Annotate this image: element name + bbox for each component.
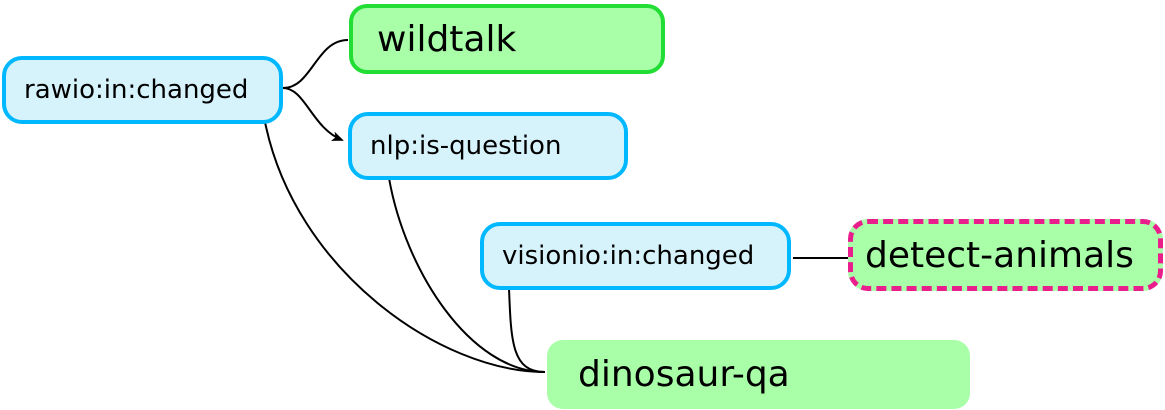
- node-label: rawio:in:changed: [24, 75, 249, 105]
- node-label: nlp:is-question: [370, 131, 562, 161]
- node-label: dinosaur-qa: [578, 354, 790, 395]
- node-label: detect-animals: [865, 234, 1134, 276]
- edge-rawio-to-wildtalk: [282, 39, 349, 89]
- node-detect-animals[interactable]: detect-animals: [848, 219, 1163, 291]
- node-visionio-in-changed[interactable]: visionio:in:changed: [480, 222, 791, 290]
- node-label: wildtalk: [377, 18, 517, 60]
- edge-nlp-to-dinosaur: [388, 177, 546, 373]
- node-dinosaur-qa[interactable]: dinosaur-qa: [547, 340, 970, 409]
- node-wildtalk[interactable]: wildtalk: [349, 4, 665, 74]
- node-rawio-in-changed[interactable]: rawio:in:changed: [2, 56, 283, 124]
- edge-rawio-to-dinosaur: [264, 121, 546, 373]
- node-label: visionio:in:changed: [502, 241, 755, 271]
- edge-rawio-to-nlp: [282, 87, 344, 141]
- edge-visionio-to-dinosaur: [508, 287, 546, 373]
- node-nlp-is-question[interactable]: nlp:is-question: [348, 112, 628, 180]
